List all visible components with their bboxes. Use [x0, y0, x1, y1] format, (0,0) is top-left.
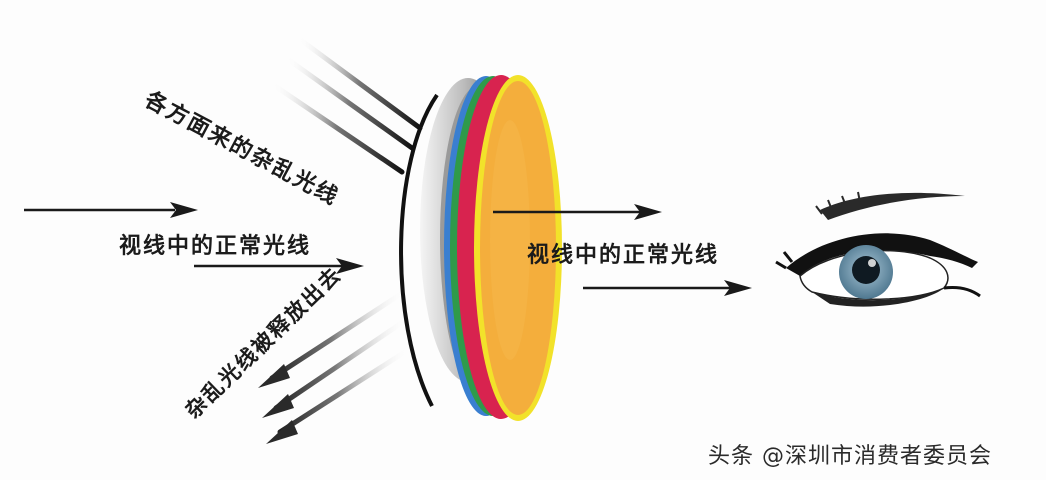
label-normal-sight-left: 视线中的正常光线	[119, 234, 312, 259]
normal-arrows-left	[24, 202, 364, 274]
eye-icon	[775, 191, 981, 307]
label-stray-light-incoming: 各方面来的杂乱光线	[140, 87, 343, 211]
watermark: 头条 @深圳市消费者委员会	[708, 444, 992, 469]
label-normal-sight-right: 视线中的正常光线	[527, 243, 720, 268]
normal-arrows-right	[493, 204, 752, 296]
lens-outer-arc	[399, 93, 439, 407]
lens-icon	[420, 75, 562, 421]
stray-rays-released	[258, 289, 411, 444]
stray-rays-incoming	[269, 35, 423, 175]
label-stray-light-released: 杂乱光线被释放出去	[180, 262, 347, 424]
